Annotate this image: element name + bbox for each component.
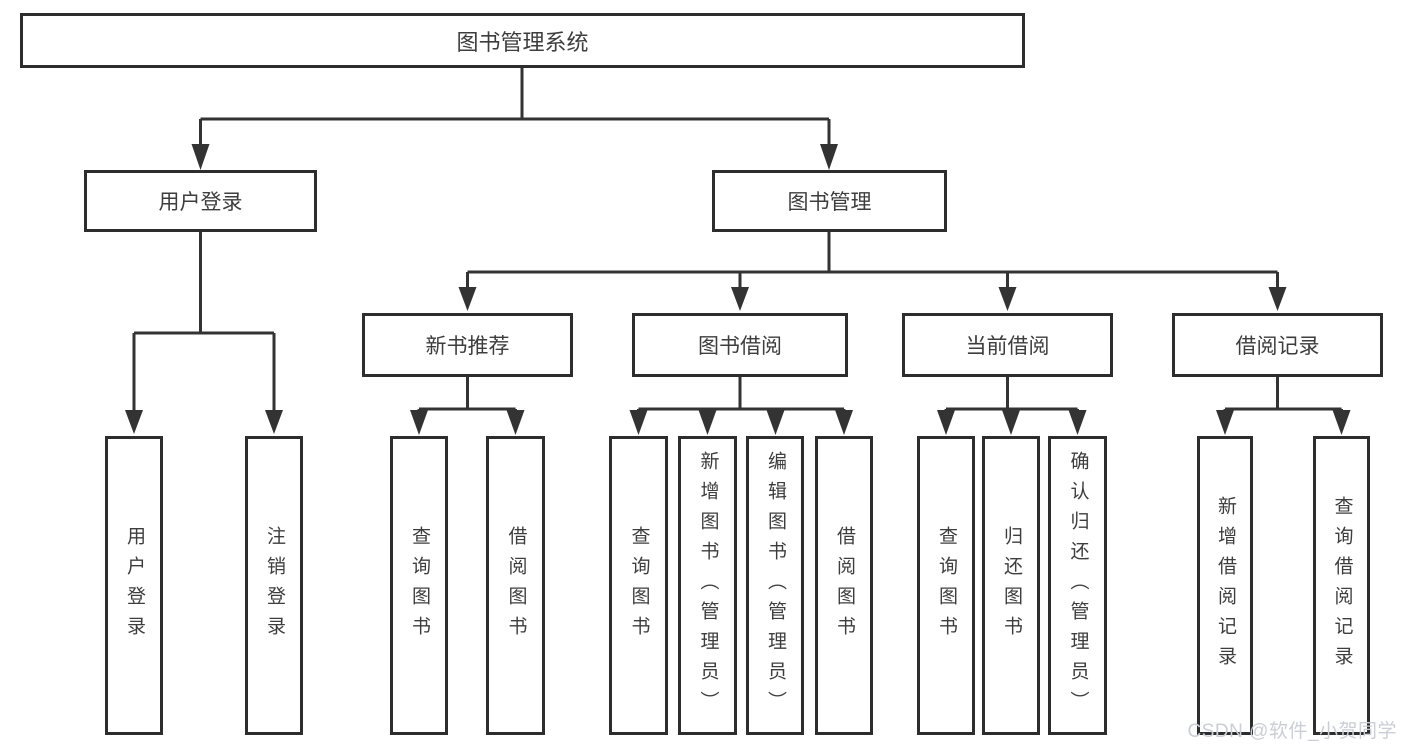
node-label: 图书借阅 <box>698 335 782 358</box>
node-label: 注销登录 <box>263 525 285 646</box>
node-leaf-return-books: 归还图书 <box>982 436 1040 735</box>
node-label: 借阅记录 <box>1235 335 1320 358</box>
node-label: 查询图书 <box>628 525 650 646</box>
node-current-borrow: 当前借阅 <box>902 313 1113 377</box>
node-label: 确认归还（管理员） <box>1067 450 1089 721</box>
node-leaf-query-books-2: 查询图书 <box>609 436 668 735</box>
node-label: 图书管理 <box>787 191 872 214</box>
node-label: 当前借阅 <box>965 335 1050 358</box>
node-label: 新增借阅记录 <box>1214 495 1236 676</box>
node-leaf-add-borrow-record: 新增借阅记录 <box>1197 436 1253 735</box>
node-book-borrow: 图书借阅 <box>632 313 848 377</box>
node-leaf-add-books-admin: 新增图书（管理员） <box>678 436 737 735</box>
node-new-book-recommend: 新书推荐 <box>362 313 573 377</box>
node-user-login-module: 用户登录 <box>84 170 317 232</box>
node-root-library-system: 图书管理系统 <box>20 13 1025 68</box>
node-label: 新书推荐 <box>425 335 510 358</box>
node-book-management: 图书管理 <box>712 170 947 232</box>
node-label: 编辑图书（管理员） <box>764 450 786 721</box>
node-label: 归还图书 <box>1000 525 1022 646</box>
node-leaf-query-borrow-record: 查询借阅记录 <box>1313 436 1370 735</box>
node-leaf-confirm-return-admin: 确认归还（管理员） <box>1048 436 1107 735</box>
node-label: 用户登录 <box>158 191 243 214</box>
node-label: 图书管理系统 <box>456 29 589 55</box>
node-leaf-logout: 注销登录 <box>245 436 303 735</box>
node-leaf-user-login: 用户登录 <box>105 436 163 735</box>
node-label: 查询图书 <box>935 525 957 646</box>
node-borrow-records: 借阅记录 <box>1172 313 1383 377</box>
node-label: 查询图书 <box>408 525 430 646</box>
node-leaf-edit-books-admin: 编辑图书（管理员） <box>746 436 804 735</box>
node-leaf-query-books-3: 查询图书 <box>917 436 975 735</box>
node-label: 新增图书（管理员） <box>697 450 719 721</box>
node-label: 借阅图书 <box>505 525 527 646</box>
node-leaf-borrow-books-1: 借阅图书 <box>486 436 545 735</box>
node-leaf-borrow-books-2: 借阅图书 <box>815 436 873 735</box>
node-label: 借阅图书 <box>833 525 855 646</box>
node-label: 用户登录 <box>123 525 145 646</box>
node-leaf-query-books-1: 查询图书 <box>390 436 448 735</box>
csdn-watermark: CSDN @软件_小贺同学 <box>1187 721 1397 742</box>
node-label: 查询借阅记录 <box>1331 495 1353 676</box>
